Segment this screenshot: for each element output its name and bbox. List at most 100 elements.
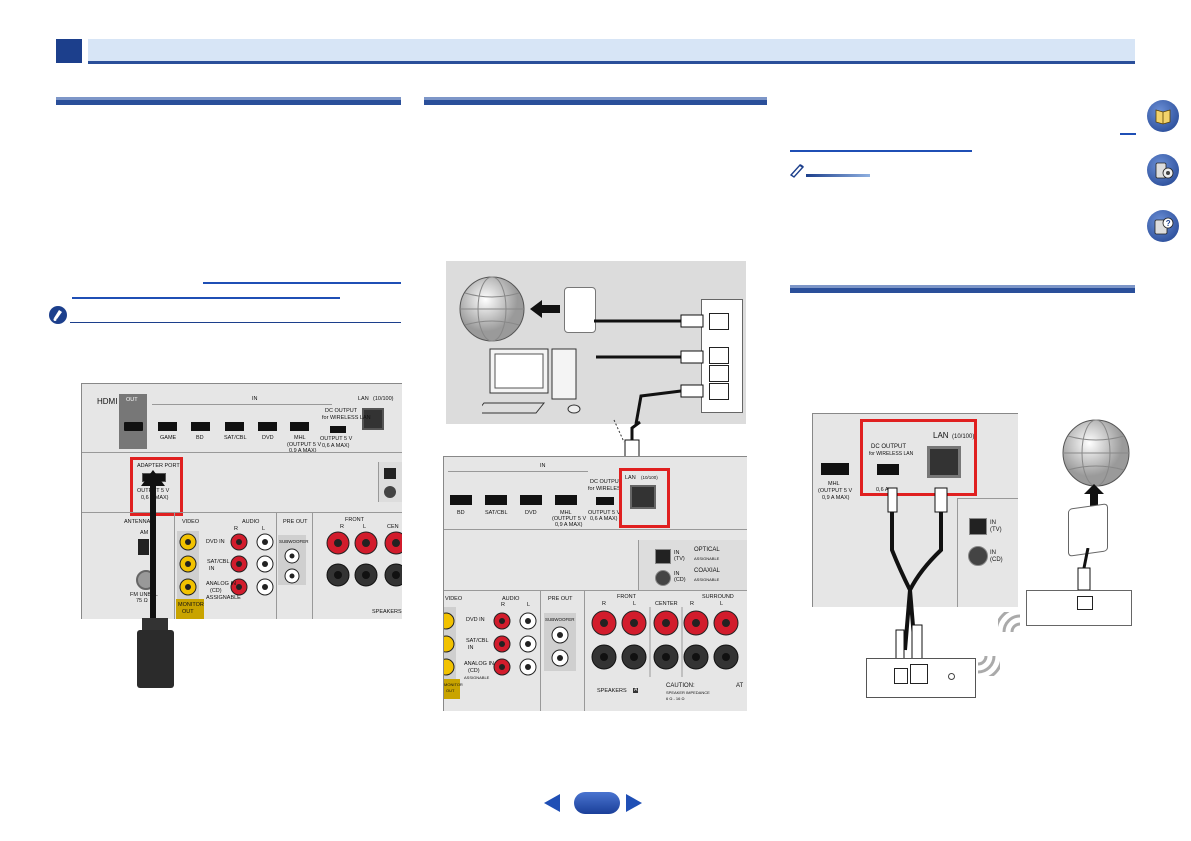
monitor-out-label: OUT bbox=[182, 609, 194, 615]
mid-dc-current: 0,6 A MAX) bbox=[590, 516, 618, 522]
right-lan-label: LAN bbox=[933, 431, 949, 440]
hdmi-label: HDMI bbox=[97, 397, 118, 406]
cross-reference-link[interactable] bbox=[72, 297, 340, 299]
monitor-label: MONITOR bbox=[178, 602, 204, 608]
mid-dc-output-label: DC OUTPUT bbox=[590, 479, 623, 485]
internet-globe-icon bbox=[459, 276, 525, 342]
front-speakers-label: FRONT bbox=[345, 517, 364, 523]
lan-cables bbox=[594, 314, 704, 424]
hdmi-mhl-current: 0,9 A MAX) bbox=[289, 448, 317, 454]
mid-hdmi-satcbl-port bbox=[485, 495, 507, 505]
important-rule bbox=[70, 322, 401, 323]
video-label: VIDEO bbox=[182, 519, 200, 525]
dc-wireless-lan-label: for WIRELESS LAN bbox=[322, 415, 371, 421]
coaxial-port bbox=[384, 486, 396, 498]
mid-dvd-label: DVD bbox=[525, 510, 537, 516]
cross-reference-link[interactable] bbox=[1120, 133, 1136, 135]
section-heading-bar-middle bbox=[424, 97, 767, 105]
dc-output-label: DC OUTPUT bbox=[325, 408, 358, 414]
computer-icon bbox=[482, 348, 581, 414]
mid-speaker-terminals bbox=[591, 607, 739, 677]
antenna-am-label: AM bbox=[140, 530, 149, 536]
mid-subwoofer-label: SUBWOOFER bbox=[545, 617, 575, 622]
hdmi-game-port bbox=[158, 422, 177, 431]
mid-analog-cd-label: (CD) bbox=[468, 668, 480, 674]
audio-label: AUDIO bbox=[242, 519, 260, 525]
svg-text:?: ? bbox=[1166, 219, 1171, 228]
hdmi-out-port bbox=[124, 422, 143, 431]
mid-speakers-a-badge: A bbox=[633, 687, 639, 693]
mid-audio-l-label: L bbox=[527, 602, 531, 608]
satcbl-label: SAT/CBL bbox=[207, 559, 230, 565]
wifi-signal-icon bbox=[998, 612, 1021, 633]
audio-l-label: L bbox=[262, 526, 266, 532]
mid-coaxial-assignable: ASSIGNABLE bbox=[694, 577, 720, 582]
hdmi-dvd-port bbox=[258, 422, 277, 431]
to-internet-arrow bbox=[530, 300, 560, 318]
hdmi-bd-label: BD bbox=[196, 435, 204, 441]
receiver-rear-panel-figure: HDMI OUT IN GAME BD SAT/CBL DVD MHL (OUT… bbox=[81, 383, 402, 619]
mid-analog-assignable: ASSIGNABLE bbox=[464, 675, 490, 680]
chapter-title-bar bbox=[88, 39, 1135, 64]
mid-front-l-label: L bbox=[633, 601, 637, 607]
internet-globe-icon bbox=[1062, 419, 1130, 487]
right-usb-lan-cables bbox=[887, 487, 948, 661]
mid-surround-l-label: L bbox=[720, 601, 724, 607]
hdmi-dvd-label: DVD bbox=[262, 435, 274, 441]
mid-caution-label: CAUTION: bbox=[666, 683, 695, 689]
mid-coaxial-label: COAXIAL bbox=[694, 568, 721, 574]
router-lan-port-2 bbox=[709, 365, 729, 382]
pre-out-label: PRE OUT bbox=[283, 519, 308, 525]
front-l-label: L bbox=[363, 524, 367, 530]
mid-hdmi-dvd-port bbox=[520, 495, 542, 505]
subwoofer-label: SUBWOOFER bbox=[279, 539, 309, 544]
remote-control-icon[interactable] bbox=[1147, 154, 1179, 186]
dvd-in-label: DVD IN bbox=[206, 539, 225, 545]
mid-subwoofer-jacks bbox=[551, 626, 569, 667]
mid-optical-port bbox=[655, 549, 671, 564]
lan-label: LAN bbox=[358, 396, 369, 402]
hdmi-in-label: IN bbox=[252, 396, 258, 402]
mid-audio-label: AUDIO bbox=[502, 596, 520, 602]
mid-coaxial-in-label: IN bbox=[674, 571, 680, 577]
right-optical-in-label: IN bbox=[990, 520, 996, 526]
right-dc-output-label: DC OUTPUT bbox=[871, 444, 906, 450]
mid-surround-label: SURROUND bbox=[702, 594, 734, 600]
mid-lan-speed-label: (10/100) bbox=[641, 475, 658, 480]
mid-audio-r-label: R bbox=[501, 602, 505, 608]
lan-speed-label: (10/100) bbox=[373, 396, 394, 402]
right-lan-port bbox=[927, 446, 961, 478]
analog-rca-jacks bbox=[177, 531, 274, 605]
mid-mhl-rating: (OUTPUT 5 V bbox=[552, 516, 587, 522]
mid-impedance-value: 6 Ω - 16 Ω bbox=[666, 696, 685, 701]
mid-satcbl-label: SAT/CBL bbox=[485, 510, 508, 516]
note-icon bbox=[789, 164, 805, 178]
hdmi-game-label: GAME bbox=[160, 435, 177, 441]
section-heading-bar-right bbox=[790, 285, 1135, 293]
right-dc-wireless-label: for WIRELESS LAN bbox=[869, 451, 914, 457]
adapter-plug bbox=[142, 618, 168, 632]
lan-port bbox=[362, 408, 384, 430]
mid-pre-out-label: PRE OUT bbox=[548, 596, 573, 602]
mid-monitor-out-label: OUT bbox=[446, 688, 455, 693]
mid-video-label: VIDEO bbox=[445, 596, 463, 602]
hdmi-satcbl-label: SAT/CBL bbox=[224, 435, 247, 441]
router-lan-port-3 bbox=[709, 383, 729, 400]
next-page-button[interactable] bbox=[626, 794, 642, 812]
cross-reference-link[interactable] bbox=[790, 150, 972, 152]
am-antenna-terminal bbox=[138, 539, 149, 555]
previous-page-button[interactable] bbox=[544, 794, 560, 812]
mid-speakers-label: SPEAKERS bbox=[597, 688, 627, 694]
adapter-port-highlight bbox=[130, 457, 183, 516]
right-optical-port bbox=[969, 518, 987, 535]
mid-lan-label: LAN bbox=[625, 475, 636, 481]
mid-hdmi-bd-port bbox=[450, 495, 472, 505]
dc-output-usb-port bbox=[330, 426, 346, 433]
manual-book-icon[interactable] bbox=[1147, 100, 1179, 132]
analog-cd-label: (CD) bbox=[210, 588, 222, 594]
mid-analog-in-label: ANALOG IN bbox=[464, 661, 494, 667]
cross-reference-link[interactable] bbox=[203, 282, 401, 284]
hdmi-out-block bbox=[119, 394, 147, 449]
troubleshooting-help-icon[interactable]: ? bbox=[1147, 210, 1179, 242]
converter-lan-port bbox=[910, 664, 928, 684]
